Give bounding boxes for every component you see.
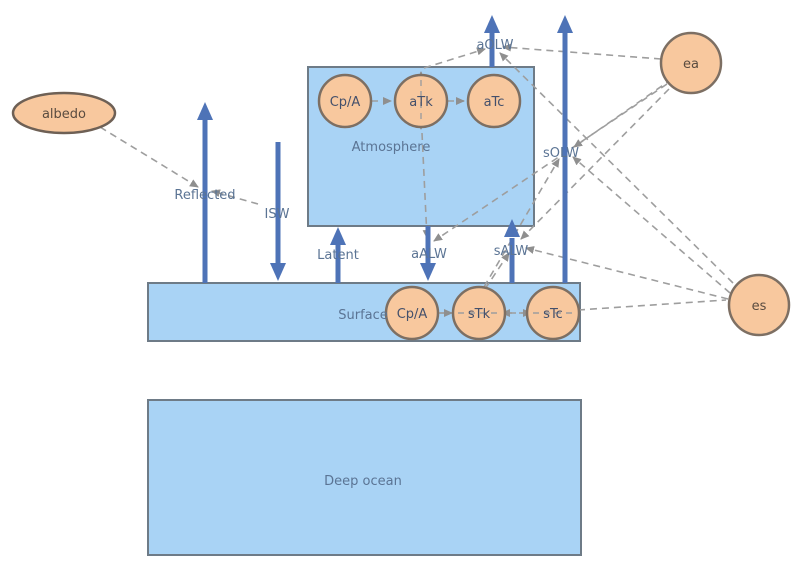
node-atk-label: aTk xyxy=(409,95,433,110)
node-stc-label: sTc xyxy=(543,307,563,322)
surface-label: Surface xyxy=(338,308,388,323)
variable-albedo[interactable] xyxy=(11,91,117,135)
flow-arrow-reflected[interactable] xyxy=(197,102,213,283)
influence-ea-solw[interactable] xyxy=(573,78,673,148)
node-atm-cpa-label: Cp/A xyxy=(330,95,361,110)
variable-ea[interactable] xyxy=(659,31,723,95)
node-stk-label: sTk xyxy=(468,307,491,322)
influence-atk-aalw[interactable] xyxy=(421,132,431,239)
node-surf-cpa-label: Cp/A xyxy=(397,307,428,322)
deep-ocean-compartment[interactable] xyxy=(147,399,582,556)
flow-arrow-aalw[interactable] xyxy=(420,226,436,281)
influence-es-aolw[interactable] xyxy=(499,52,734,284)
flow-label-salw[interactable]: sALW xyxy=(494,244,529,259)
node-atc[interactable] xyxy=(466,73,522,129)
variable-albedo-label: albedo xyxy=(42,107,86,122)
flow-arrow-solw[interactable] xyxy=(557,15,573,283)
deep-ocean-label: Deep ocean xyxy=(324,474,402,489)
flow-label-aolw[interactable]: aOLW xyxy=(476,38,513,53)
variable-es-label: es xyxy=(752,299,767,314)
flow-label-latent[interactable]: Latent xyxy=(317,248,359,263)
influence-stk-solw[interactable] xyxy=(483,158,560,288)
influence-ea-aolw[interactable] xyxy=(502,43,662,60)
flow-arrows xyxy=(197,15,573,283)
flow-label-aalw[interactable]: aALW xyxy=(411,247,447,262)
flow-label-isw[interactable]: ISW xyxy=(265,207,290,222)
flow-label-solw[interactable]: sOLW xyxy=(543,146,579,161)
flow-arrow-aolw[interactable] xyxy=(484,15,500,67)
node-atm-cpa[interactable] xyxy=(317,73,373,129)
node-atc-label: aTc xyxy=(484,95,505,110)
influence-isw-reflected[interactable] xyxy=(211,189,259,205)
influence-stc-es[interactable] xyxy=(577,299,727,311)
node-atk[interactable] xyxy=(393,73,449,129)
variable-ea-label: ea xyxy=(683,57,699,72)
atmosphere-label: Atmosphere xyxy=(352,140,431,155)
influence-ea-salw[interactable] xyxy=(520,88,670,240)
node-stk[interactable] xyxy=(451,285,507,341)
influence-stk-salw[interactable] xyxy=(484,252,510,290)
influence-ea-aalw[interactable] xyxy=(433,83,668,242)
flow-arrow-latent[interactable] xyxy=(330,227,346,283)
influence-es-salw[interactable] xyxy=(525,246,729,300)
flow-arrow-isw[interactable] xyxy=(270,142,286,281)
influence-albedo-reflected[interactable] xyxy=(99,126,199,188)
flow-label-reflected[interactable]: Reflected xyxy=(174,188,235,203)
node-surf-cpa[interactable] xyxy=(384,285,440,341)
influence-es-solw[interactable] xyxy=(572,156,731,294)
variable-es[interactable] xyxy=(727,273,791,337)
node-stc[interactable] xyxy=(525,285,581,341)
flow-arrow-salw[interactable] xyxy=(504,219,520,283)
influence-atk-aolw[interactable] xyxy=(423,47,486,69)
